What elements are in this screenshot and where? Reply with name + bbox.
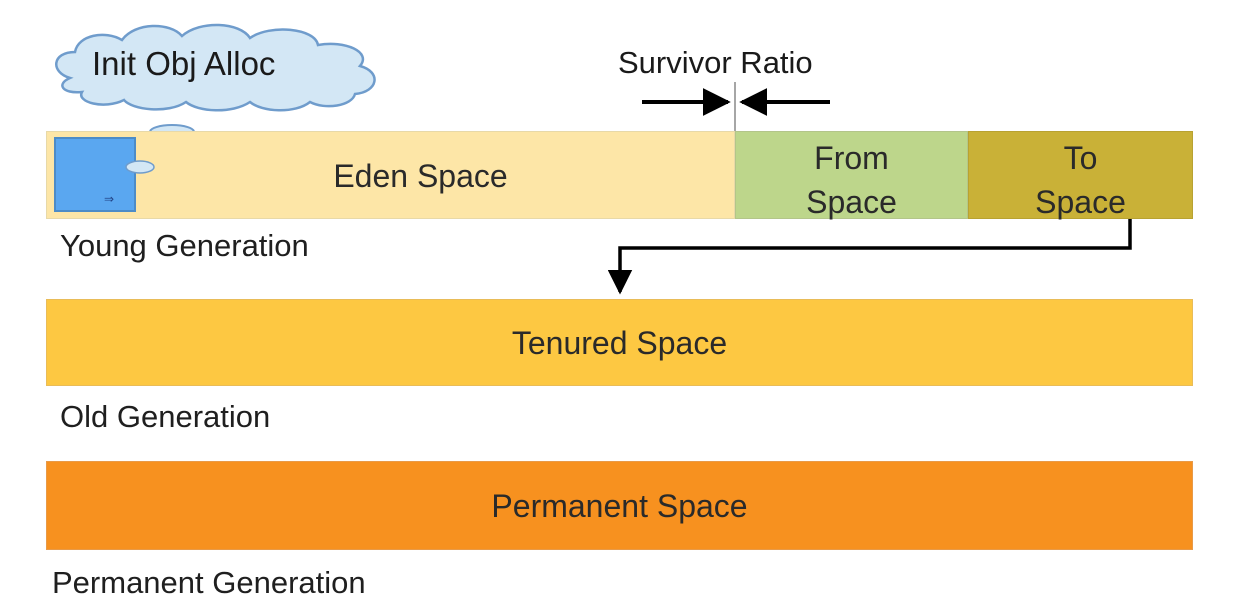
young-generation-label: Young Generation — [60, 228, 309, 263]
eden-space-label: Eden Space — [333, 158, 508, 194]
promotion-arrow-path — [607, 219, 1132, 295]
from-space-label-line2: Space — [806, 184, 897, 220]
from-space-box: From Space — [735, 131, 968, 220]
permanent-space-label: Permanent Space — [491, 488, 748, 524]
to-space-label-line1: To — [1063, 140, 1098, 176]
to-space-label-line2: Space — [1035, 184, 1126, 220]
init-obj-alloc-label: Init Obj Alloc — [92, 45, 276, 82]
new-object-block — [54, 137, 136, 212]
object-bubble — [125, 160, 155, 174]
tenured-space-box: Tenured Space — [46, 299, 1193, 386]
init-obj-alloc-cloud — [55, 23, 376, 140]
old-generation-label: Old Generation — [60, 399, 271, 434]
eden-space-box: Eden Space — [46, 131, 735, 219]
object-arrow-glyph: ⇒ — [104, 192, 114, 206]
permanent-space-box: Permanent Space — [46, 461, 1193, 550]
survivor-ratio-label: Survivor Ratio — [618, 45, 813, 80]
tenured-space-label: Tenured Space — [511, 325, 728, 361]
permanent-generation-label: Permanent Generation — [52, 565, 366, 600]
from-space-label-line1: From — [814, 140, 889, 176]
to-space-box: To Space — [968, 131, 1193, 220]
